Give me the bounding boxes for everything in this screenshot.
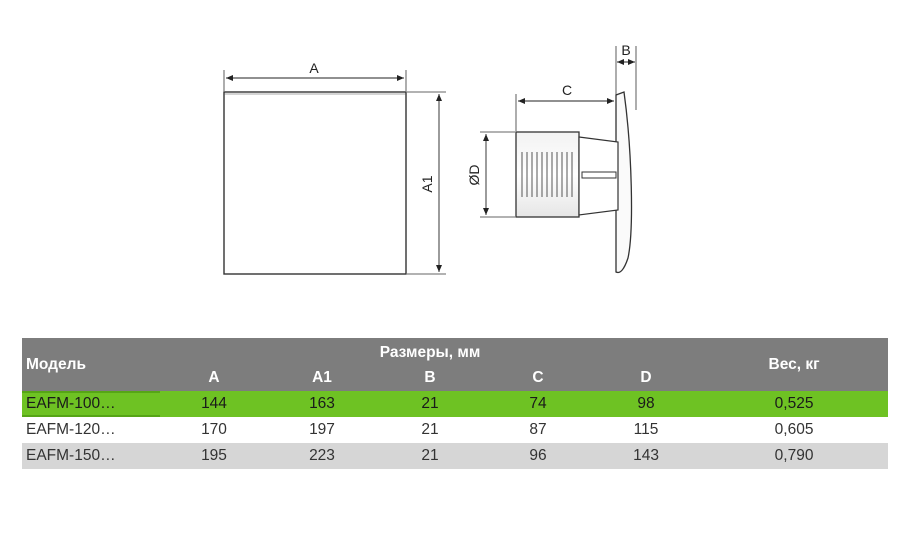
dim-a-label: A [309, 60, 319, 76]
side-cover [615, 91, 633, 274]
value-cell-b: 21 [376, 443, 484, 469]
dim-b-label: B [621, 42, 630, 58]
table-row: EAFM-120… 170 197 21 87 115 0,605 [22, 417, 889, 443]
weight-cell: 0,525 [700, 391, 889, 417]
front-panel [223, 91, 407, 275]
value-cell-a: 195 [160, 443, 268, 469]
column-header-b: B [376, 364, 484, 391]
weight-column-header: Вес, кг [700, 338, 889, 391]
model-cell: EAFM-120… [22, 417, 160, 443]
model-column-header: Модель [22, 338, 160, 391]
model-cell: EAFM-150… [22, 443, 160, 469]
value-cell-b: 21 [376, 417, 484, 443]
weight-cell: 0,790 [700, 443, 889, 469]
dim-c-label: C [562, 82, 572, 98]
value-cell-d: 98 [592, 391, 701, 417]
value-cell-b: 21 [376, 391, 484, 417]
table-header-row-top: Модель Размеры, мм Вес, кг [22, 338, 889, 391]
value-cell-a1: 163 [268, 391, 376, 417]
front-panel-view: A A1 [223, 60, 446, 275]
dimensions-table: Модель Размеры, мм Вес, кг A A1 B C D EA… [22, 338, 889, 469]
value-cell-c: 96 [484, 443, 592, 469]
value-cell-a: 144 [160, 391, 268, 417]
side-grille [521, 152, 573, 197]
value-cell-d: 115 [592, 417, 701, 443]
column-header-a1: A1 [268, 364, 376, 391]
value-cell-a1: 197 [268, 417, 376, 443]
dim-d-label: ØD [466, 165, 482, 186]
dimensions-group-header: Размеры, мм [160, 338, 701, 364]
table-header-row-bottom: A A1 B C D [22, 364, 888, 391]
value-cell-c: 74 [484, 391, 592, 417]
table-row: EAFM-100… 144 163 21 74 98 0,525 [22, 391, 889, 417]
fan-dimension-drawing: A A1 C [223, 42, 637, 275]
table-row: EAFM-150… 195 223 21 96 143 0,790 [22, 443, 889, 469]
weight-cell: 0,605 [700, 417, 889, 443]
model-cell: EAFM-100… [22, 391, 160, 417]
side-view: C B ØD [466, 42, 637, 274]
value-cell-a1: 223 [268, 443, 376, 469]
side-shaft [581, 171, 617, 179]
column-header-d: D [592, 364, 701, 391]
value-cell-d: 143 [592, 443, 701, 469]
value-cell-c: 87 [484, 417, 592, 443]
dim-a1-label: A1 [419, 175, 435, 192]
value-cell-a: 170 [160, 417, 268, 443]
column-header-a: A [160, 364, 268, 391]
column-header-c: C [484, 364, 592, 391]
